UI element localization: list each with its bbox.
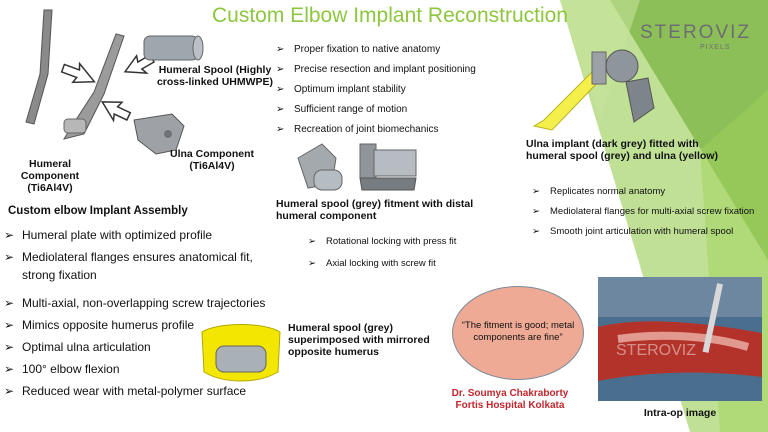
list-item: Mediolateral flanges ensures anatomical … [4,246,294,268]
list-item: Recreation of joint biomechanics [276,120,476,140]
mirrored-humerus-image [201,324,281,382]
list-item: Sufficient range of motion [276,100,476,120]
list-item: Reduced wear with metal-polymer surface [4,380,304,402]
mid-bullet-list: Rotational locking with press fit Axial … [308,231,456,275]
left-bullet-list: Humeral plate with optimized profile Med… [4,224,294,268]
doctor-credit: Dr. Soumya Chakraborty Fortis Hospital K… [428,388,592,412]
list-item: Humeral plate with optimized profile [4,224,294,246]
list-item: Optimal ulna articulation [4,336,304,358]
page-title: Custom Elbow Implant Reconstruction [212,4,568,27]
ulna-implant-label: Ulna implant (dark grey) fitted with hum… [526,138,718,162]
humeral-component-label: Humeral Component (Ti6Al4V) [20,158,80,194]
list-item: Axial locking with screw fit [308,253,456,275]
humeral-spool-image [143,35,204,61]
right-bullet-list: Replicates normal anatomy Mediolateral f… [532,182,764,242]
list-item: Mediolateral flanges for multi-axial scr… [532,202,764,222]
list-item: Proper fixation to native anatomy [276,40,476,60]
list-item: Smooth joint articulation with humeral s… [532,222,764,242]
left-bullet-list-2: Multi-axial, non-overlapping screw traje… [4,292,304,402]
intra-op-photo: STEROVIZ [598,277,762,401]
top-bullet-list: Proper fixation to native anatomy Precis… [276,40,476,140]
list-item: Multi-axial, non-overlapping screw traje… [4,292,304,314]
list-item: Replicates normal anatomy [532,182,764,202]
ulna-implant-image [532,49,655,131]
fitment-image [297,143,417,191]
doctor-name: Dr. Soumya Chakraborty [451,388,569,399]
mirrored-label: Humeral spool (grey) superimposed with m… [288,322,430,358]
list-item: 100° elbow flexion [4,358,304,380]
quote-bubble [452,286,584,380]
humeral-spool-label: Humeral Spool (Highly cross-linked UHMWP… [156,64,274,88]
fitment-label: Humeral spool (grey) fitment with distal… [276,198,474,222]
ulna-component-label: Ulna Component (Ti6Al4V) [170,148,254,172]
list-item: Precise resection and implant positionin… [276,60,476,80]
humeral-component-image [25,9,156,140]
photo-watermark: STEROVIZ [616,342,696,359]
ulna-component-image [133,113,185,155]
list-item: Optimum implant stability [276,80,476,100]
list-item: Mimics opposite humerus profile [4,314,304,336]
doctor-hospital: Fortis Hospital Kolkata [455,400,565,411]
quote-text: “The fitment is good; metal components a… [461,320,575,343]
logo-subtext: PIXELS [700,44,731,51]
photo-caption: Intra-op image [643,407,717,419]
list-item: Rotational locking with press fit [308,231,456,253]
assembly-heading: Custom elbow Implant Assembly [8,205,188,217]
logo: STEROVIZ [640,22,752,43]
list-item-continuation: strong fixation [22,268,97,282]
